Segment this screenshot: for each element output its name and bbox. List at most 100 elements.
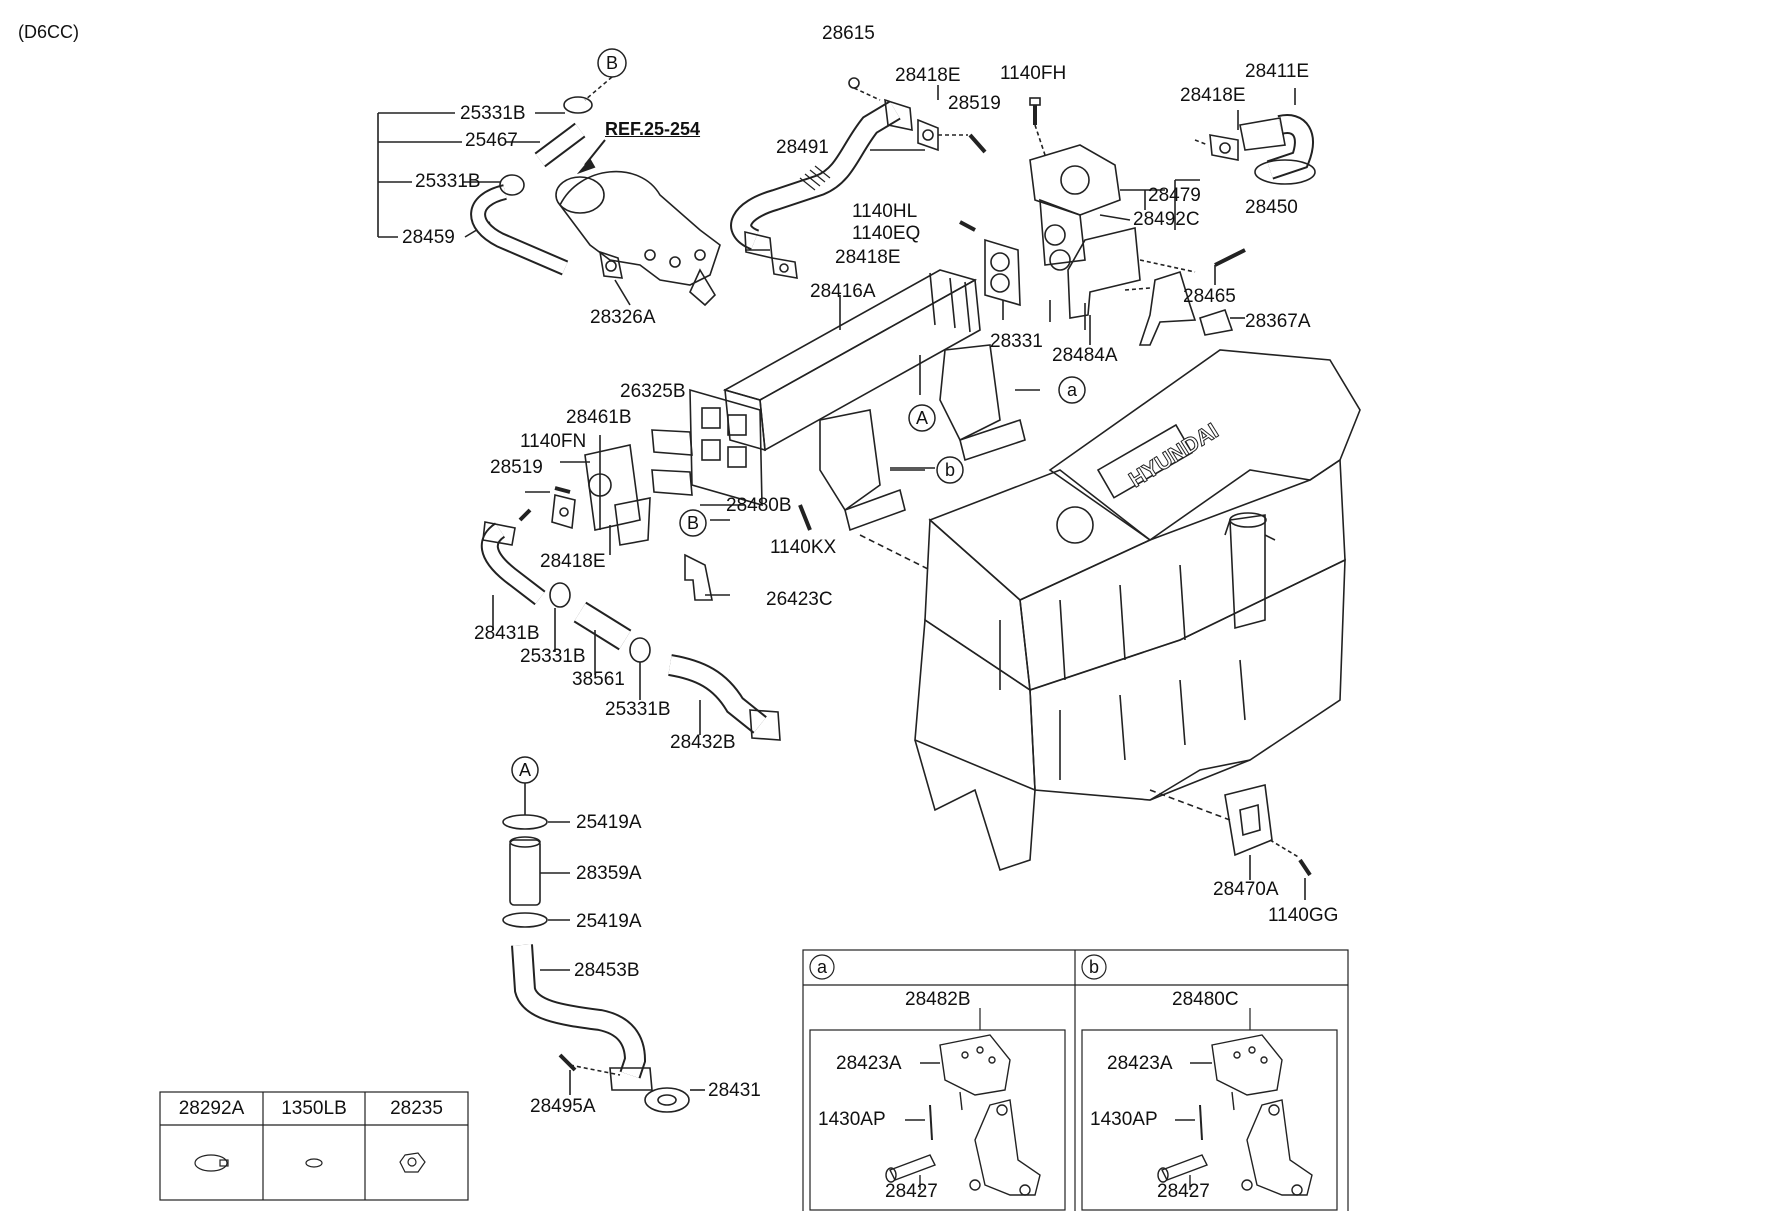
label-28418E-lower: 28418E xyxy=(540,551,606,572)
bolt-1140HL xyxy=(959,220,976,232)
clamp-25331B-lower-2 xyxy=(629,637,651,663)
label-1140KX: 1140KX xyxy=(770,537,837,558)
label-28465: 28465 xyxy=(1183,286,1236,307)
label-28492C: 28492C xyxy=(1133,209,1200,230)
gasket-28331 xyxy=(984,238,1021,320)
label-25419A-bottom: 25419A xyxy=(576,911,642,932)
bolt-28495A xyxy=(558,1053,621,1076)
bracket-26423C xyxy=(684,553,730,601)
label-28495A: 28495A xyxy=(530,1096,596,1117)
callout-A-cooler-label: A xyxy=(916,408,928,428)
gasket-28431 xyxy=(644,1087,690,1113)
inset-a-label-28423A: 28423A xyxy=(836,1053,902,1074)
inset-b-label-1430AP: 1430AP xyxy=(1090,1109,1158,1130)
inset-b-label-28423A: 28423A xyxy=(1107,1053,1173,1074)
label-28519-top: 28519 xyxy=(948,93,1001,114)
legend-table-lines xyxy=(159,1091,469,1201)
callout-b-main xyxy=(936,456,964,484)
bolt-28465 xyxy=(1139,248,1246,273)
label-28615: 28615 xyxy=(822,23,875,44)
model-code: (D6CC) xyxy=(18,22,79,42)
label-28491: 28491 xyxy=(776,137,829,158)
pipe-28432B xyxy=(668,654,781,741)
hose-25467 xyxy=(534,122,586,168)
clamp-25419A-bottom xyxy=(502,912,548,928)
flange-28461B xyxy=(584,444,651,546)
clamp-25419A-top xyxy=(502,814,548,830)
label-1140EQ: 1140EQ xyxy=(852,223,921,244)
bolt-1140GG xyxy=(1269,839,1312,900)
egr-valve-28450 xyxy=(1029,144,1165,271)
label-28367A: 28367A xyxy=(1245,311,1311,332)
pipe-28431B xyxy=(480,521,546,606)
stud-28519-left xyxy=(518,508,532,522)
label-28359A: 28359A xyxy=(576,863,642,884)
label-28411E: 28411E xyxy=(1245,61,1310,82)
gasket-28418E-top xyxy=(917,118,968,152)
legend-col-28292A: 28292A xyxy=(178,1098,245,1119)
label-1140HL: 1140HL xyxy=(852,201,918,222)
callout-a-main-label: a xyxy=(1067,380,1078,400)
engine-logo-text: HYUNDAI xyxy=(1124,418,1222,492)
label-25331B-c: 25331B xyxy=(520,646,586,667)
legend-col-1350LB: 1350LB xyxy=(281,1098,347,1119)
inset-b-drawing xyxy=(1157,1034,1313,1196)
label-25331B-a: 25331B xyxy=(460,103,526,124)
bracket-28367A xyxy=(1124,270,1234,346)
inset-a-tag: a xyxy=(817,957,828,977)
label-25331B-b: 25331B xyxy=(415,171,481,192)
bolt-1140FH xyxy=(1029,97,1046,156)
pipe-28411E xyxy=(1239,114,1316,185)
inset-a-label-28427: 28427 xyxy=(885,1181,938,1202)
callout-B-top-label: B xyxy=(606,53,618,73)
label-28331: 28331 xyxy=(990,331,1043,352)
callout-A-lower xyxy=(511,756,539,784)
stud-28519-top xyxy=(968,133,987,154)
label-28431B: 28431B xyxy=(474,623,540,644)
label-25419A-top: 25419A xyxy=(576,812,642,833)
hose-38561 xyxy=(573,601,632,651)
label-28416A: 28416A xyxy=(810,281,876,302)
callout-A-cooler xyxy=(908,404,936,432)
inset-b-assembly-label: 28480C xyxy=(1172,989,1239,1010)
cooler-bracket-a xyxy=(939,344,1040,462)
label-26423C: 26423C xyxy=(766,589,833,610)
cooler-bracket-b xyxy=(819,409,935,532)
label-28484A: 28484A xyxy=(1052,345,1118,366)
bolt-1140FN xyxy=(554,486,571,494)
label-28461B: 28461B xyxy=(566,407,632,428)
legend-col-28235: 28235 xyxy=(390,1098,443,1119)
label-25331B-d: 25331B xyxy=(605,699,671,720)
clamp-25331B-top xyxy=(563,96,593,114)
label-38561: 38561 xyxy=(572,669,625,690)
clamp-25331B-mid xyxy=(499,174,525,196)
nut-28235-icon xyxy=(399,1152,426,1173)
hose-28359A xyxy=(509,836,541,906)
inset-b-tag: b xyxy=(1089,957,1099,977)
label-1140FH: 1140FH xyxy=(1000,63,1067,84)
clamp-28292A-icon xyxy=(194,1154,229,1172)
gasket-28326A xyxy=(598,250,631,306)
label-28480B: 28480B xyxy=(726,495,792,516)
label-28418E-right: 28418E xyxy=(1180,85,1246,106)
callout-A-lower-label: A xyxy=(519,760,531,780)
label-28470A: 28470A xyxy=(1213,879,1279,900)
pipe-28453B xyxy=(511,944,653,1091)
label-28519-left: 28519 xyxy=(490,457,543,478)
ref-25-254-link[interactable]: REF.25-254 xyxy=(605,119,701,139)
inset-a-assembly-label: 28482B xyxy=(905,989,971,1010)
bracket-28484A xyxy=(1067,227,1141,330)
gasket-26325B xyxy=(651,429,693,496)
inset-a-label-1430AP: 1430AP xyxy=(818,1109,886,1130)
label-28450: 28450 xyxy=(1245,197,1298,218)
inset-b-label-28427: 28427 xyxy=(1157,1181,1210,1202)
label-28479: 28479 xyxy=(1148,185,1201,206)
label-28431: 28431 xyxy=(708,1080,761,1101)
label-1140FN: 1140FN xyxy=(520,431,587,452)
clamp-25331B-lower-1 xyxy=(549,582,571,608)
label-28432B: 28432B xyxy=(670,732,736,753)
callout-B-lower xyxy=(679,509,707,537)
ref-arrow xyxy=(576,139,606,175)
label-1140GG: 1140GG xyxy=(1268,905,1339,926)
